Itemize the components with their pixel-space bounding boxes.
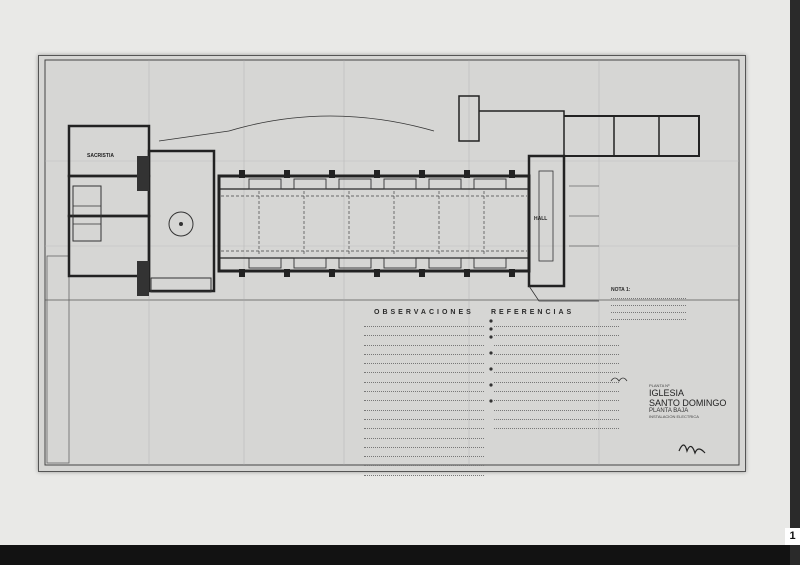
- blueprint-sheet: SACRISTIA HALL OBSERVACIONES REFERENCIAS…: [38, 55, 746, 476]
- room-label-sacristia: SACRISTIA: [87, 153, 114, 159]
- room-label-hall: HALL: [534, 216, 548, 222]
- floor-plan-drawing: [44, 59, 740, 466]
- church-name-line2: SANTO DOMINGO: [649, 398, 727, 408]
- referencias-text-block: [494, 321, 619, 433]
- observaciones-heading: OBSERVACIONES: [374, 309, 474, 316]
- nota-heading: NOTA 1:: [611, 287, 631, 293]
- nota-text-block: [611, 295, 686, 323]
- page-number-tag: 1: [785, 528, 800, 545]
- referencias-heading: REFERENCIAS: [491, 309, 575, 316]
- title-block: PLANTA Nº IGLESIA SANTO DOMINGO PLANTA B…: [649, 383, 726, 419]
- floor-label: PLANTA BAJA: [649, 408, 689, 414]
- subject-label: INSTALACION ELECTRICA: [649, 414, 699, 419]
- scan-right-edge: [790, 0, 800, 565]
- church-name-line1: IGLESIA: [649, 388, 685, 398]
- sheet-tag: PLANTA Nº: [649, 383, 670, 388]
- scan-bottom-edge: [0, 545, 800, 565]
- observaciones-text-block: [364, 321, 484, 479]
